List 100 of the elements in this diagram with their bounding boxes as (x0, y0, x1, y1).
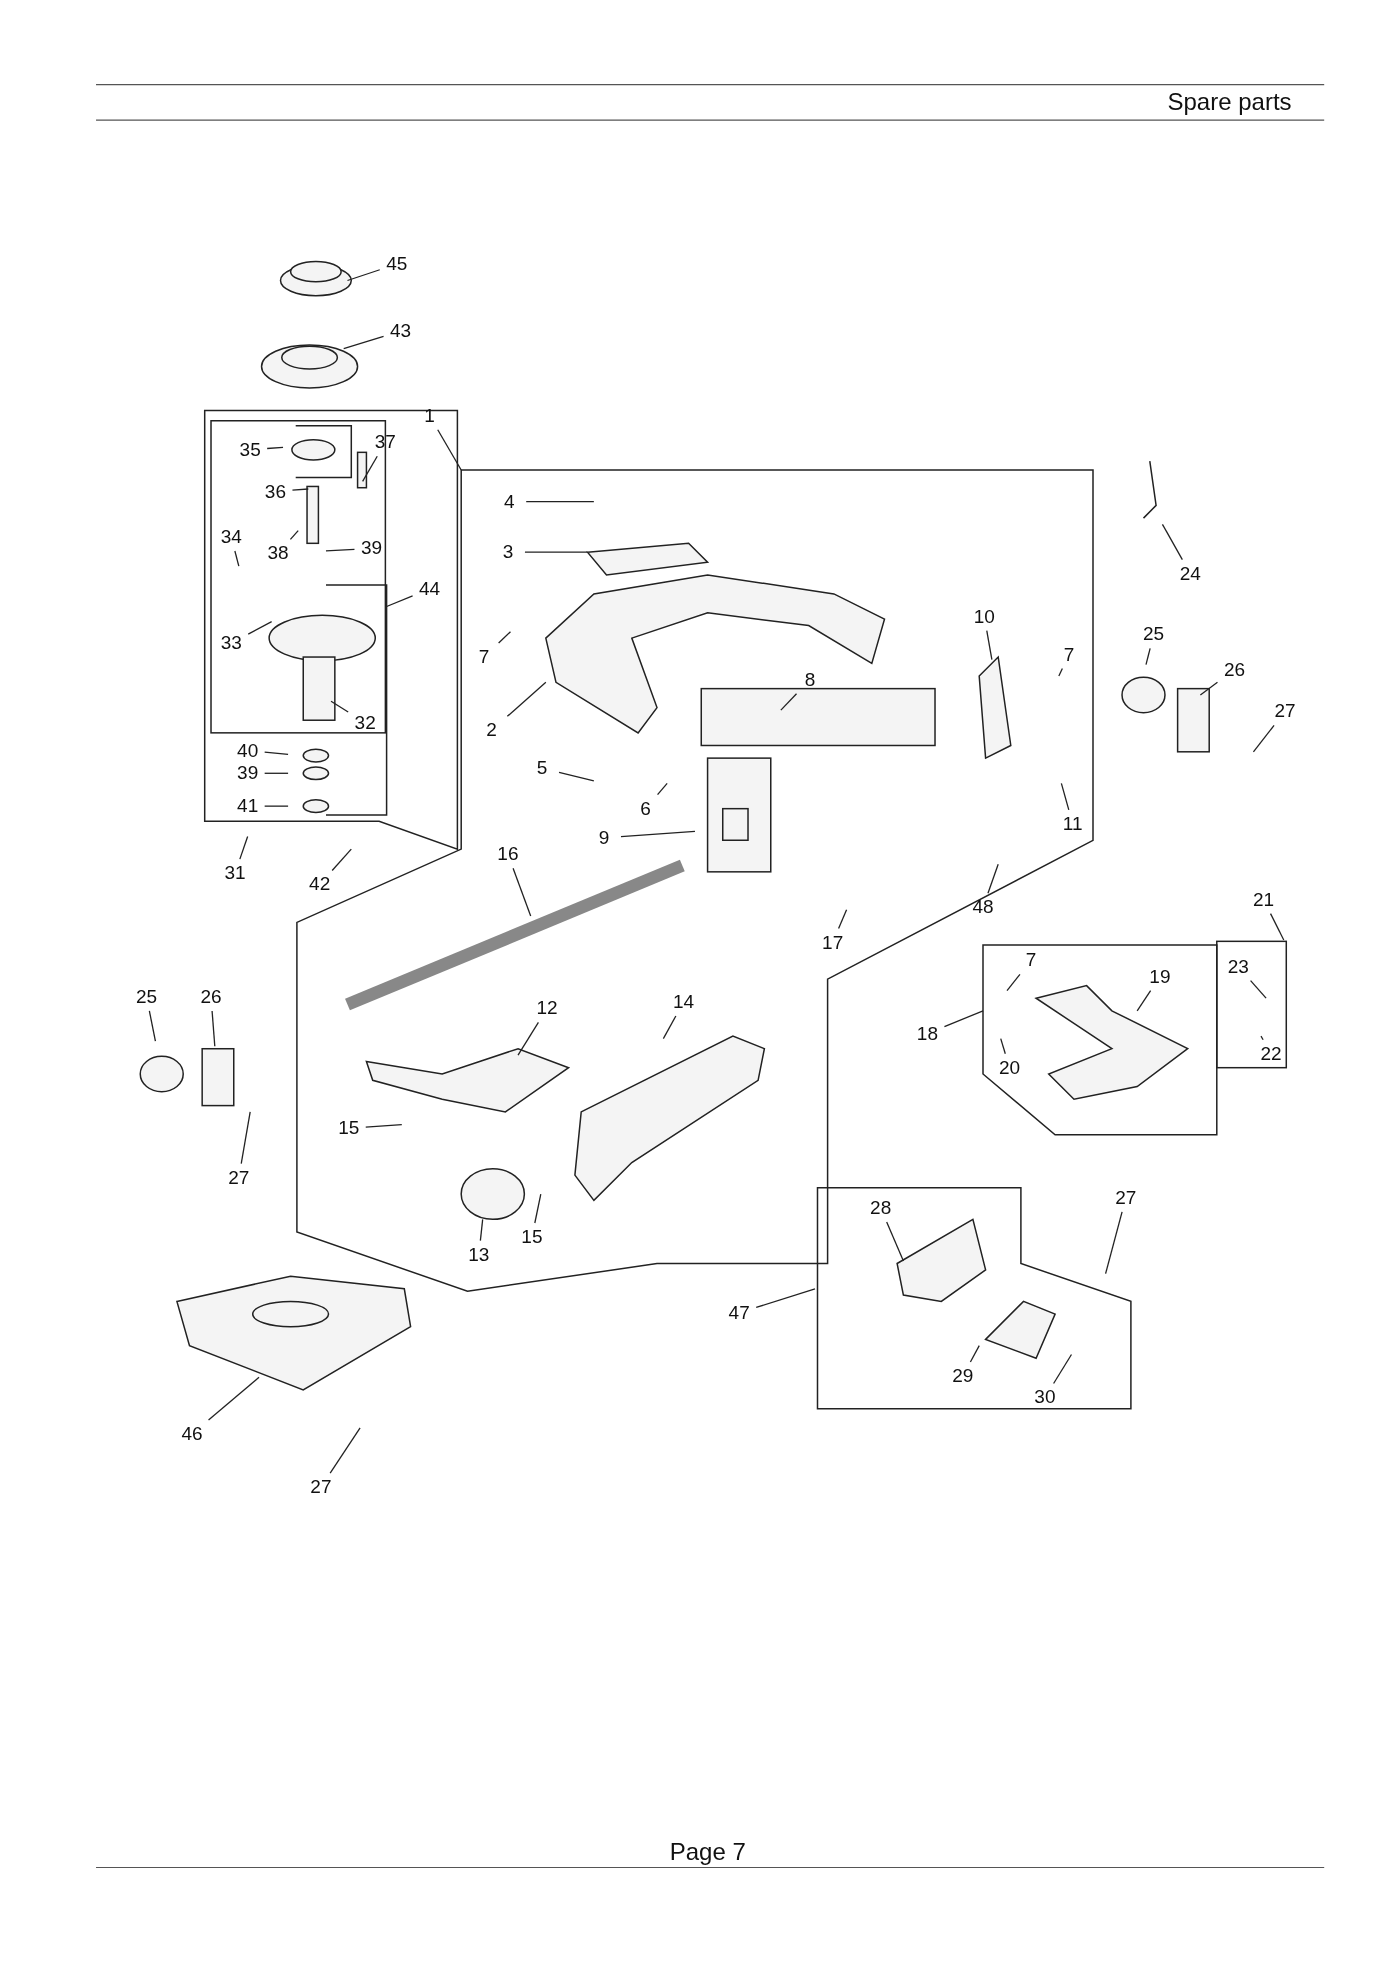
leader-line (512, 867, 532, 917)
leader-line (239, 835, 249, 860)
callout-number: 14 (670, 991, 697, 1013)
leader-line (329, 1427, 361, 1474)
callout-number: 31 (222, 862, 248, 885)
callout-number: 39 (234, 762, 261, 785)
leader-line (331, 848, 352, 872)
leader-line (886, 1221, 905, 1262)
callout-number: 42 (306, 873, 333, 896)
callout-number: 16 (494, 843, 521, 866)
leader-line (498, 631, 512, 644)
callout-number: 22 (1258, 1042, 1285, 1065)
callout-number: 40 (234, 739, 261, 762)
callout-number: 28 (867, 1196, 894, 1219)
callout-number: 23 (1225, 955, 1252, 978)
leader-line (1199, 681, 1219, 696)
callout-number: 15 (518, 1226, 545, 1248)
leader-line (207, 1376, 260, 1421)
callout-number: 41 (234, 795, 261, 818)
callout-number: 2 (478, 719, 505, 742)
leader-line (517, 1021, 540, 1056)
leader-line (1136, 990, 1152, 1012)
callout-number: 35 (237, 438, 264, 461)
callout-number: 6 (632, 797, 659, 820)
leader-line (291, 488, 309, 491)
callout-number: 3 (494, 541, 521, 564)
callout-number: 7 (1055, 643, 1082, 666)
page-number: Page 7 (669, 1838, 746, 1867)
leader-line (234, 550, 240, 567)
callout-number: 9 (590, 826, 617, 849)
callout-number: 1 (416, 404, 443, 427)
leader-line (1260, 1035, 1264, 1041)
leader-line (264, 772, 289, 774)
leader-line (506, 681, 547, 717)
leader-line (386, 595, 414, 608)
leader-line (289, 530, 299, 541)
leader-line (1249, 979, 1267, 999)
callout-number: 43 (387, 320, 414, 343)
callout-number: 27 (307, 1476, 334, 1499)
callout-number: 33 (218, 632, 245, 655)
leader-line (266, 446, 284, 450)
leader-line (362, 455, 378, 483)
callout-number: 25 (1140, 623, 1167, 646)
header-text: Spare parts (1167, 88, 1292, 117)
leader-line (1060, 782, 1070, 811)
leader-line (1052, 1353, 1073, 1385)
leader-line (148, 1010, 157, 1042)
leader-line (264, 805, 289, 807)
callout-number: 18 (914, 1022, 941, 1045)
leader-line (1006, 973, 1021, 992)
leader-line (1252, 724, 1275, 753)
leader-line (247, 621, 273, 635)
callout-number: 20 (996, 1056, 1023, 1079)
callout-number: 12 (534, 997, 561, 1020)
callout-number: 17 (819, 931, 846, 954)
callout-number: 10 (971, 605, 998, 628)
callout-number: 24 (1177, 562, 1204, 585)
leader-line (837, 909, 848, 930)
leader-line (479, 1218, 484, 1242)
callout-number: 44 (416, 577, 443, 600)
leader-line (755, 1288, 816, 1309)
leader-line (330, 700, 349, 713)
callout-number: 39 (358, 537, 385, 560)
callout-number: 46 (179, 1423, 206, 1446)
callout-number: 7 (470, 646, 497, 669)
callout-number: 27 (1272, 700, 1298, 723)
leader-line (1058, 667, 1063, 677)
callout-number: 15 (335, 1117, 362, 1140)
callout-number: 47 (726, 1301, 753, 1324)
leader-line (969, 1345, 980, 1363)
callout-number: 27 (1112, 1186, 1139, 1209)
leader-line (264, 751, 289, 755)
callout-number: 19 (1146, 965, 1173, 988)
leader-line (558, 771, 595, 782)
leader-line (656, 782, 668, 796)
leader-line (365, 1123, 403, 1128)
leader-line (437, 429, 462, 471)
leader-line (524, 551, 589, 553)
callout-number: 21 (1250, 888, 1277, 911)
callout-number: 48 (970, 896, 997, 919)
callout-number: 32 (352, 711, 379, 734)
callout-number: 27 (225, 1166, 252, 1189)
callout-number: 4 (496, 490, 523, 513)
callout-number: 34 (218, 526, 245, 548)
callout-number: 45 (383, 253, 410, 276)
leader-line (943, 1010, 984, 1028)
leader-line (240, 1111, 251, 1165)
callout-number: 25 (133, 985, 160, 1008)
leader-line (1269, 913, 1285, 941)
callout-number: 26 (198, 985, 224, 1008)
leader-line (525, 500, 595, 503)
callout-number: 8 (796, 668, 823, 691)
leader-line (343, 335, 385, 350)
leader-line (1145, 647, 1151, 666)
leader-line (1104, 1211, 1123, 1275)
leader-line (987, 863, 999, 894)
callout-number: 13 (465, 1243, 492, 1266)
callout-number: 26 (1221, 658, 1248, 681)
callout-number: 11 (1059, 812, 1086, 835)
callout-number: 30 (1031, 1386, 1058, 1409)
